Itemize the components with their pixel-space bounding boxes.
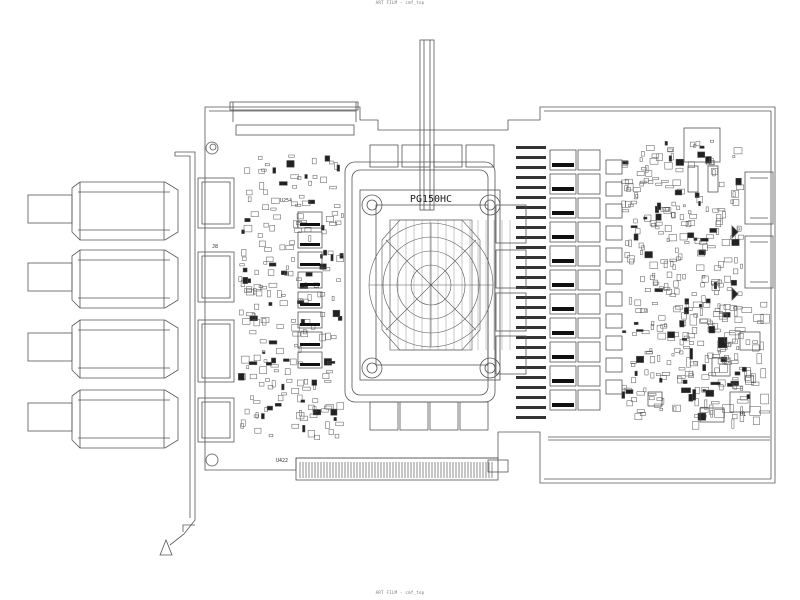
designator-u1: U1 bbox=[740, 412, 746, 418]
cable-connector-3 bbox=[27, 319, 179, 379]
gpu-label: PG150HC bbox=[410, 194, 452, 205]
port-cages bbox=[197, 141, 235, 467]
pcb-board-outline bbox=[204, 101, 776, 484]
component-field bbox=[238, 127, 770, 440]
designator-j8: J8 bbox=[212, 244, 218, 250]
designators: U254 J8 U422 U1 bbox=[212, 198, 746, 464]
cable-connector-1 bbox=[27, 181, 179, 241]
fan-grille bbox=[368, 219, 494, 351]
designator-u254: U254 bbox=[280, 198, 292, 204]
memory-chips bbox=[369, 144, 527, 431]
page-header: ART FILM - cmf_top bbox=[375, 0, 425, 5]
page-footer: ART FILM - cmf_top bbox=[375, 590, 425, 595]
grille-hatch bbox=[389, 220, 511, 350]
heatsink-pipe bbox=[419, 39, 435, 211]
bottom-slots bbox=[487, 436, 770, 473]
cable-connector-4 bbox=[27, 389, 179, 449]
right-connectors bbox=[731, 171, 774, 301]
pcie-edge-connector bbox=[295, 457, 499, 481]
gpu-package bbox=[344, 161, 501, 403]
designator-u422: U422 bbox=[276, 458, 288, 464]
io-bracket bbox=[159, 151, 196, 556]
cable-connector-2 bbox=[27, 249, 179, 309]
pcie-fingers bbox=[299, 462, 493, 478]
